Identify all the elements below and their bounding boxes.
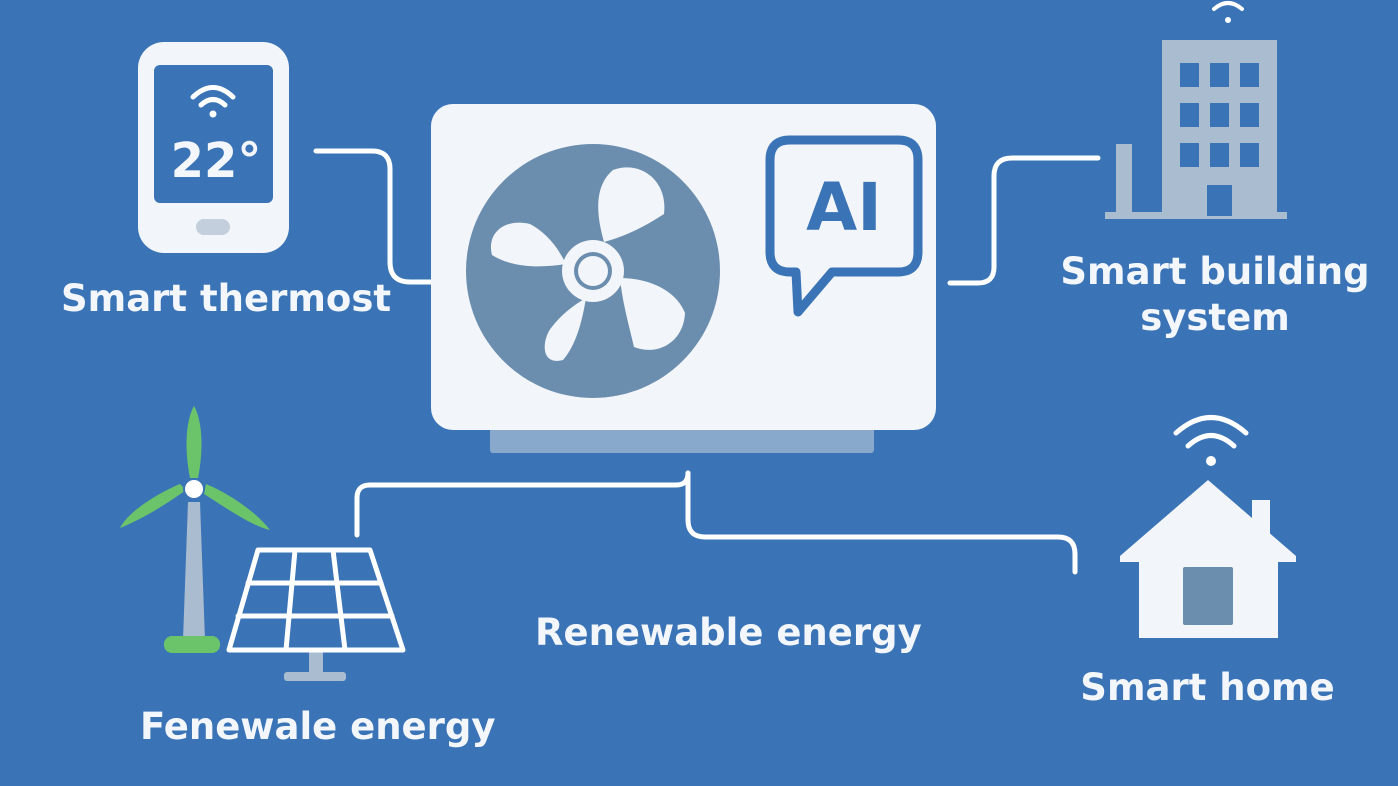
connector-home: [685, 470, 1078, 575]
hvac-unit: [431, 104, 936, 453]
smart-home-label: Smart home: [1080, 666, 1335, 709]
house-icon: [1120, 415, 1296, 638]
thermostat-reading: 22°: [170, 133, 262, 189]
energy-sources-label: Fenewale energy: [140, 705, 496, 748]
fan-icon: [466, 144, 720, 398]
renewable-energy-label: Renewable energy: [535, 611, 922, 654]
wifi-icon: [1212, 1, 1244, 11]
building-icon: [1105, 1, 1287, 219]
solar-panel-icon: [226, 547, 406, 681]
wind-turbine-icon: [120, 406, 270, 653]
wifi-icon: [1173, 415, 1249, 449]
thermostat-icon: [138, 42, 289, 253]
building-label-line1: Smart building: [1060, 250, 1370, 293]
wifi-icon: [190, 85, 236, 108]
thermostat-label: Smart thermost: [61, 277, 392, 320]
connector-energy-left: [354, 470, 691, 538]
connector-lines: [313, 148, 1101, 575]
connector-building: [947, 155, 1101, 286]
connector-thermostat: [313, 148, 435, 285]
building-label-line2: system: [1140, 296, 1290, 339]
ai-chat-bubble-icon: [765, 135, 923, 317]
ai-badge-text: AI: [806, 169, 882, 246]
